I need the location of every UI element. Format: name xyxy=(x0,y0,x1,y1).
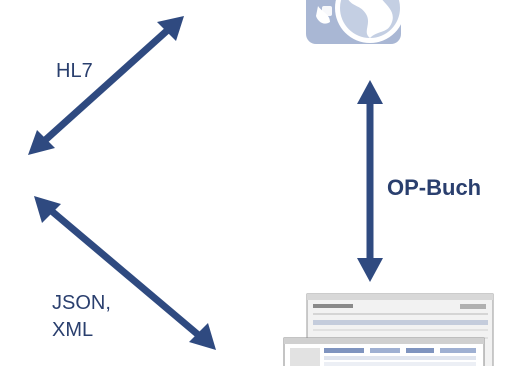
hl7-label: HL7 xyxy=(56,60,93,82)
software-screenshot-thumbnail xyxy=(283,293,494,366)
globe-app-icon xyxy=(306,0,405,44)
op-buch-double-arrow xyxy=(357,80,383,282)
json-xml-double-arrow xyxy=(34,196,216,350)
json-xml-label: JSON, XML xyxy=(52,292,111,341)
op-buch-label: OP-Buch xyxy=(387,175,482,200)
hl7-double-arrow xyxy=(28,16,184,155)
